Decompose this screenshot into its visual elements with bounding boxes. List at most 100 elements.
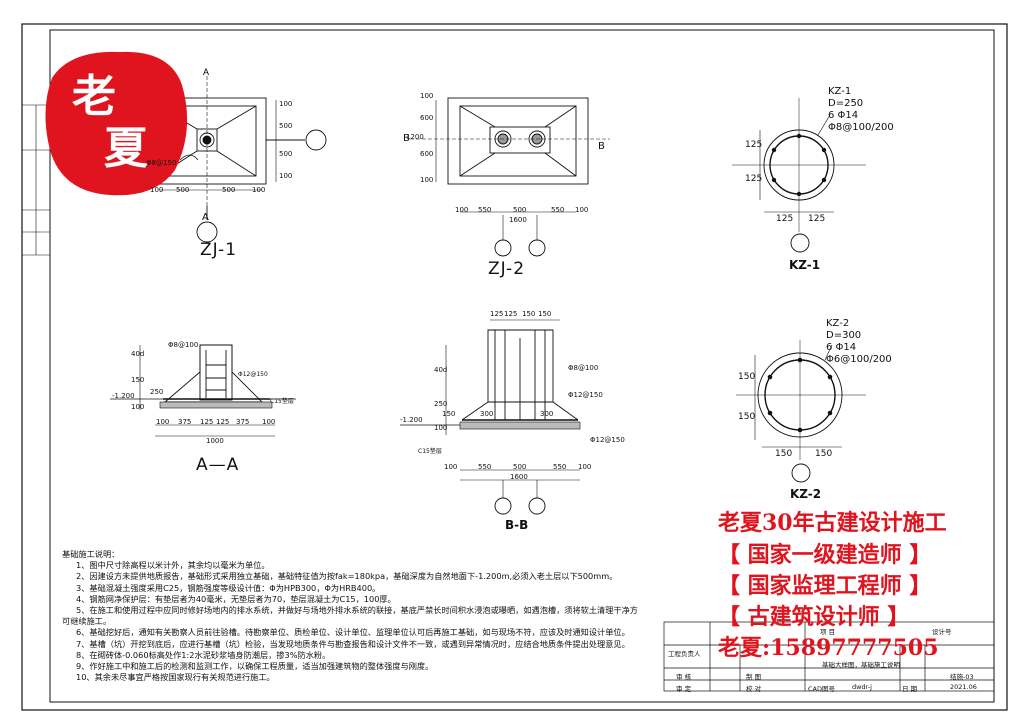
- note-item: 1、图中尺寸除高程以米计外，其余均以毫米为单位。: [76, 560, 270, 571]
- note-item: 3、基础混凝土强度采用C25，钢筋强度等级设计值：Φ为HPB300，Φ为HRB4…: [76, 582, 381, 593]
- bb-cushion: C15垫层: [418, 448, 442, 455]
- tb-design-no: 设计号: [932, 628, 952, 636]
- kz1-spec-line: KZ-1: [828, 86, 852, 97]
- note-item: 2、因建设方未提供地质报告，基础形式采用独立基础，基础特征值为按fak=180k…: [76, 571, 618, 582]
- note-item: 8、在砌砖体-0.060标高处作1:2水泥砂浆墙身防潮层，掺3%防水粉。: [76, 649, 331, 660]
- tb-sheet-no: 结施-03: [950, 673, 974, 681]
- aa-dim-b1: 100: [156, 418, 170, 426]
- bb-dim-b5: 100: [578, 463, 592, 471]
- bb-section: [400, 319, 581, 515]
- bb-rebar-b: Φ12@150: [568, 391, 603, 399]
- zj2-dim-l4: 100: [420, 176, 434, 184]
- tb-project-col: 项 目: [820, 628, 836, 636]
- aa-dim-b2: 375: [178, 418, 192, 426]
- red-seal-stamp: [45, 51, 188, 196]
- zj1-dim-b4: 100: [252, 186, 266, 194]
- note-item: 5、在施工和使用过程中应同时修好场地内的排水系统，并做好与场地外排水系统的联接，…: [76, 605, 638, 616]
- tb-check: 审 定: [676, 685, 692, 693]
- seal-char-2: 夏: [104, 123, 148, 174]
- kz2-dim-b1: 150: [775, 449, 793, 459]
- bb-dim-l4: 100: [434, 424, 448, 432]
- kz2-title: KZ-2: [790, 487, 822, 501]
- aa-rebar-bottom: Φ12@150: [238, 371, 268, 378]
- zj1-mark-a-top: A: [203, 67, 209, 77]
- note-item: 可继续施工。: [62, 616, 112, 627]
- bb-dim-t2: 125: [504, 310, 518, 318]
- note-item: 7、基槽（坑）开挖到底后，应进行基槽（坑）检验，当发现地质条件与勘查报告和设计文…: [76, 638, 630, 649]
- bb-dim-l1: 40d: [434, 366, 448, 374]
- promo-line: 【 国家一级建造师 】: [718, 542, 932, 568]
- kz1-title: KZ-1: [789, 258, 821, 272]
- aa-section: [110, 344, 296, 437]
- zj2-title: ZJ-2: [488, 259, 526, 279]
- zj2-dim-b5: 100: [575, 206, 589, 214]
- tb-date-label: 日 期: [902, 685, 918, 693]
- kz1-bars: [771, 133, 827, 197]
- zj2-total-bottom: 1600: [509, 216, 527, 224]
- kz2-dim-l1: 150: [738, 372, 756, 382]
- zj2-dim-l3: 600: [420, 150, 434, 158]
- bb-dim-t1: 125: [490, 310, 504, 318]
- bb-dim-t4: 150: [538, 310, 552, 318]
- promo-line: 老夏30年古建设计施工: [718, 510, 947, 536]
- outer-frame: [21, 23, 1008, 711]
- tb-cad-label: CAD图号: [808, 685, 835, 693]
- aa-dim-l2: 150: [131, 376, 145, 384]
- zj1-dim-r1: 100: [279, 100, 293, 108]
- zj2-mark-b-right: B: [598, 141, 605, 152]
- kz2-spec-line: KZ-2: [826, 318, 850, 329]
- note-item: 9、作好施工中和施工后的检测和监测工作，以确保工程质量，适当加强建筑物的整体强度…: [76, 661, 434, 672]
- aa-dim-l3: 250: [150, 388, 164, 396]
- aa-rebar-top: Φ8@100: [168, 341, 199, 349]
- kz1-spec-line: D=250: [828, 98, 864, 109]
- bb-dim-b2: 550: [478, 463, 492, 471]
- tb-draw: 制 图: [746, 673, 762, 681]
- kz1-dim-b1: 125: [776, 214, 794, 224]
- inner-frame: [49, 29, 995, 703]
- aa-level: -1.200: [112, 392, 135, 400]
- zj1-dim-r2: 500: [279, 122, 293, 130]
- zj1-rebar-label: Φ8@150: [146, 159, 177, 167]
- zj1-dim-b2: 500: [176, 186, 190, 194]
- kz2-spec-line: Φ6@100/200: [826, 354, 892, 365]
- aa-cushion: C15垫层: [270, 398, 294, 405]
- bb-dim-t3: 150: [522, 310, 536, 318]
- aa-dim-l1: 40d: [131, 350, 145, 358]
- zj2-plan: [410, 97, 610, 257]
- kz1-dim-b2: 125: [808, 214, 826, 224]
- tb-review: 审 核: [676, 673, 692, 681]
- bb-dim-l3: 150: [442, 410, 456, 418]
- tb-proof: 校 对: [746, 685, 762, 693]
- title-block: [663, 621, 995, 692]
- aa-dim-l4: 100: [131, 403, 145, 411]
- bb-dim-b4: 550: [553, 463, 567, 471]
- kz2-dim-b2: 150: [815, 449, 833, 459]
- zj1-dim-b1: 100: [150, 186, 164, 194]
- bb-dim-300a: 300: [480, 410, 494, 418]
- kz1-spec: KZ-1 D=250 6 Φ14 Φ8@100/200: [828, 86, 894, 134]
- zj1-dim-r3: 500: [279, 150, 293, 158]
- zj2-mark-b-left: B: [403, 133, 410, 144]
- zj1-dim-r4: 100: [279, 172, 293, 180]
- bb-level: -1.200: [400, 416, 423, 424]
- construction-notes: 基础施工说明： 1、图中尺寸除高程以米计外，其余均以毫米为单位。 2、因建设方未…: [62, 549, 662, 683]
- aa-dim-b5: 375: [236, 418, 250, 426]
- note-item: 6、基础挖好后，通知有关勘察人员前往验槽。待勘察单位、质检单位、设计单位、监理单…: [76, 627, 630, 638]
- aa-dim-b3: 125: [200, 418, 214, 426]
- kz1-dim-l1: 125: [745, 140, 763, 150]
- bb-dim-300b: 300: [540, 410, 554, 418]
- kz2-bars: [767, 357, 833, 433]
- tb-drawing-name: 基础大样图，基础施工说明: [822, 661, 900, 669]
- tb-cad-value: dwdr-j: [852, 683, 872, 691]
- notes-heading: 基础施工说明：: [62, 549, 120, 559]
- zj2-dim-b1: 100: [455, 206, 469, 214]
- zj1-title: ZJ-1: [200, 240, 238, 260]
- promo-line: 【 古建筑设计师 】: [718, 604, 910, 630]
- note-item: 4、钢筋网净保护层：有垫层者为40毫米，无垫层者为70，垫层混凝土为C15，10…: [76, 593, 396, 604]
- kz2-spec-line: D=300: [826, 330, 862, 341]
- aa-title: A—A: [196, 455, 240, 475]
- kz2-spec-line: 6 Φ14: [826, 342, 857, 353]
- kz1-spec-line: Φ8@100/200: [828, 122, 894, 133]
- bb-title: B-B: [505, 518, 529, 532]
- aa-dim-b4: 125: [216, 418, 230, 426]
